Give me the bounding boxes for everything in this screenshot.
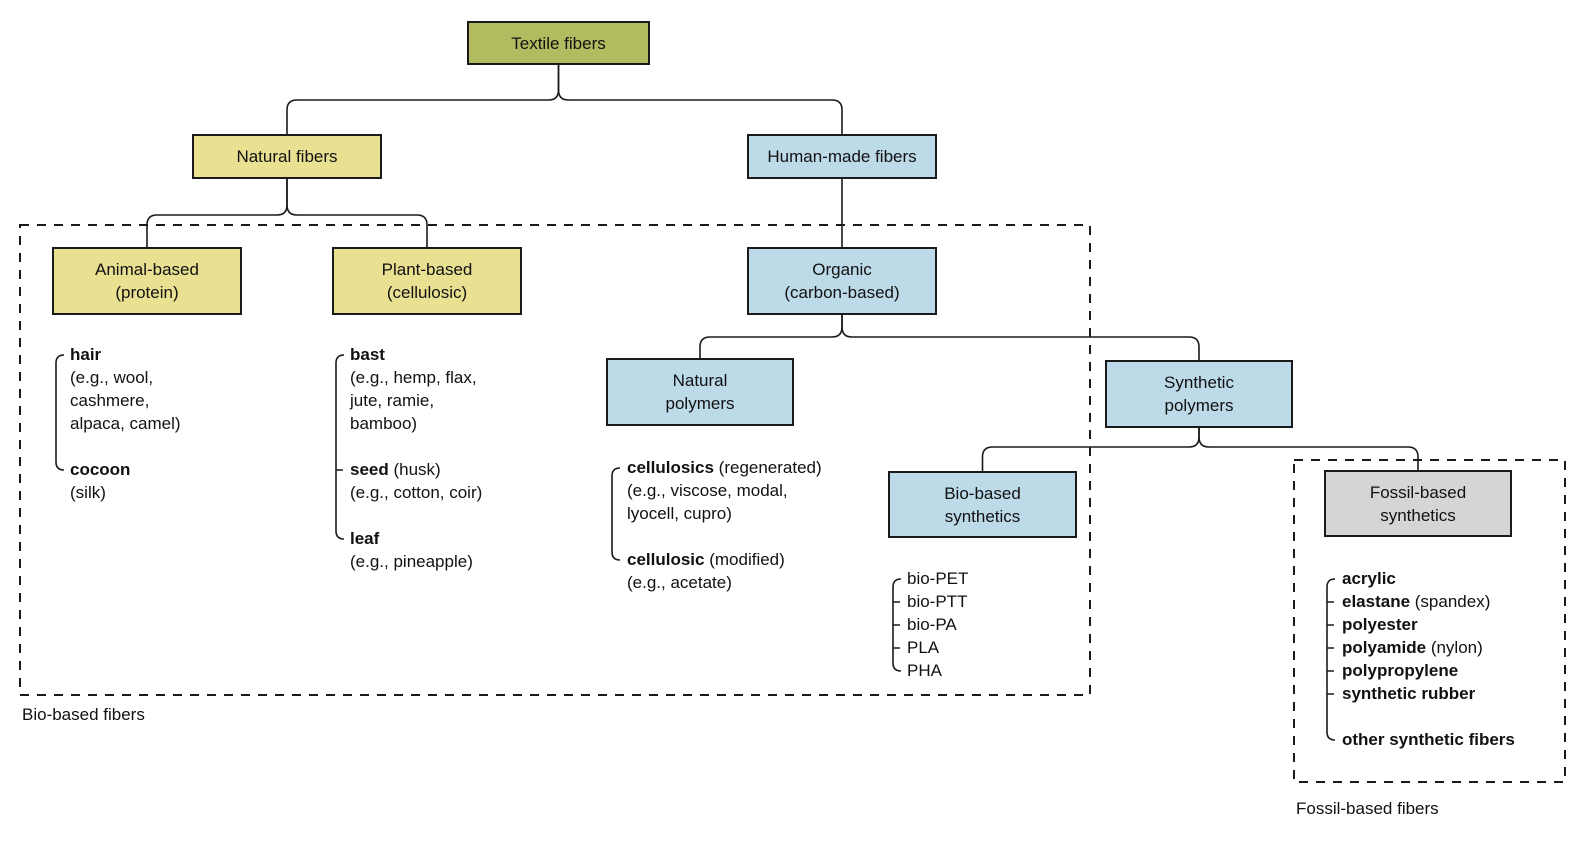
node-plant-based: Plant-based (cellulosic) — [332, 247, 522, 315]
brace-fossil-based-synthetics — [1326, 578, 1336, 741]
list-plant-based-line: jute, ramie, — [350, 391, 435, 410]
list-plant-based-line: (e.g., pineapple) — [350, 552, 473, 571]
fossil-based-fibers-region-label: Fossil-based fibers — [1296, 799, 1439, 818]
list-animal-based-line: hair — [70, 345, 102, 364]
list-natural-polymers-line: cellulosic (modified) — [627, 550, 785, 569]
list-plant-based-line: bast — [350, 345, 385, 364]
node-bio-based-synthetics: Bio-based synthetics — [888, 471, 1077, 538]
connector-synthetic-polymers-to-bio-based-synthetics — [981, 428, 1200, 471]
list-fossil-based-synthetics-line: polypropylene — [1342, 661, 1459, 680]
bio-based-fibers-region-label: Bio-based fibers — [22, 705, 145, 724]
list-fossil-based-synthetics-line: other synthetic fibers — [1342, 730, 1515, 749]
list-animal-based-line: (e.g., wool, — [70, 368, 154, 387]
node-organic: Organic (carbon-based) — [747, 247, 937, 315]
list-natural-polymers-line: cellulosics (regenerated) — [627, 458, 822, 477]
list-plant-based-line: (e.g., cotton, coir) — [350, 483, 483, 502]
list-bio-based-synthetics-line: bio-PET — [907, 569, 969, 588]
connector-synthetic-polymers-to-fossil-based-synthetics — [1198, 428, 1419, 470]
list-animal-based-line: cashmere, — [70, 391, 150, 410]
region-fossil-outline — [1293, 459, 1566, 783]
list-plant-based-line: (e.g., hemp, flax, — [350, 368, 477, 387]
list-natural-polymers-line: (e.g., viscose, modal, — [627, 481, 788, 500]
list-bio-based-synthetics-line: bio-PTT — [907, 592, 968, 611]
list-natural-polymers-line: (e.g., acetate) — [627, 573, 732, 592]
connector-organic-to-synthetic-polymers — [841, 315, 1200, 360]
brace-natural-polymers — [611, 467, 621, 561]
brace-animal-based — [55, 354, 65, 471]
list-animal-based-line: cocoon — [70, 460, 131, 479]
connector-textile-fibers-to-human-made-fibers — [557, 65, 843, 134]
brace-bio-based-synthetics — [892, 578, 902, 672]
node-textile-fibers: Textile fibers — [467, 21, 650, 65]
list-fossil-based-synthetics-line: acrylic — [1342, 569, 1396, 588]
list-plant-based-line: seed (husk) — [350, 460, 441, 479]
list-plant-based-line: bamboo) — [350, 414, 418, 433]
node-human-made-fibers: Human-made fibers — [747, 134, 937, 179]
list-animal-based-line: (silk) — [70, 483, 106, 502]
list-bio-based-synthetics-line: PLA — [907, 638, 940, 657]
list-fossil-based-synthetics-line: polyamide (nylon) — [1342, 638, 1483, 657]
node-natural-polymers: Natural polymers — [606, 358, 794, 426]
list-bio-based-synthetics-line: bio-PA — [907, 615, 957, 634]
node-fossil-based-synthetics: Fossil-based synthetics — [1324, 470, 1512, 537]
node-synthetic-polymers: Synthetic polymers — [1105, 360, 1293, 428]
brace-plant-based — [335, 354, 345, 540]
list-natural-polymers-line: lyocell, cupro) — [627, 504, 732, 523]
node-natural-fibers: Natural fibers — [192, 134, 382, 179]
list-animal-based-line: alpaca, camel) — [70, 414, 181, 433]
connector-textile-fibers-to-natural-fibers — [286, 65, 560, 134]
list-plant-based-line: leaf — [350, 529, 380, 548]
connector-organic-to-natural-polymers — [699, 315, 843, 358]
list-fossil-based-synthetics-line: elastane (spandex) — [1342, 592, 1491, 611]
list-fossil-based-synthetics-line: synthetic rubber — [1342, 684, 1476, 703]
list-bio-based-synthetics-line: PHA — [907, 661, 942, 680]
region-bio-outline — [19, 224, 1091, 696]
connector-natural-fibers-to-animal-based — [146, 179, 288, 247]
list-fossil-based-synthetics-line: polyester — [1342, 615, 1418, 634]
node-animal-based: Animal-based (protein) — [52, 247, 242, 315]
connector-natural-fibers-to-plant-based — [286, 179, 428, 247]
